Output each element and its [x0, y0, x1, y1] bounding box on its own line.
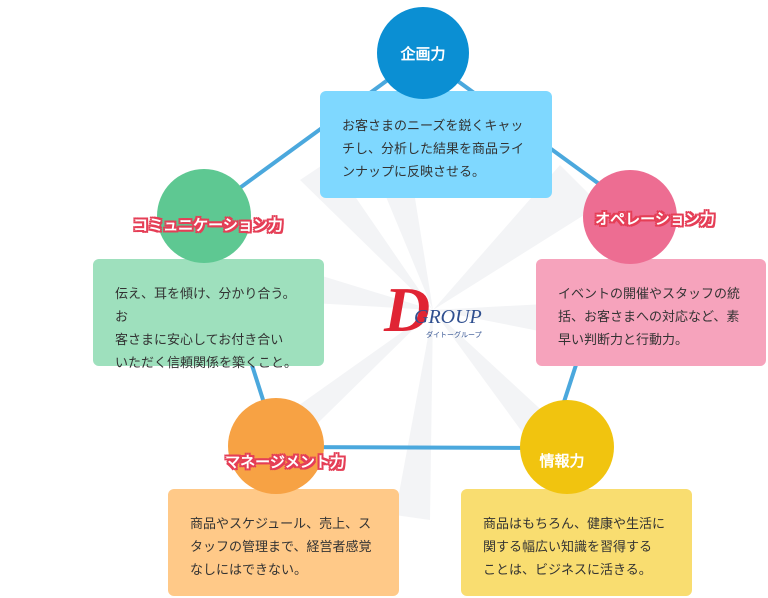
communication-desc-line-3: いただく信頼関係を築くこと。 [115, 356, 298, 371]
information-desc-line-1: 商品はもちろん、健康や生活に [483, 517, 666, 532]
communication-desc-line-1: 伝え、耳を傾け、分かり合う。お [115, 287, 296, 325]
planning-desc-line-2: チし、分析した結果を商品ライ [342, 142, 525, 157]
communication-desc-line-2: 客さまに安心してお付き合い [115, 333, 284, 348]
d-group-logo: D GROUP ダイトーグループ [383, 275, 482, 345]
planning-description-box: お客さまのニーズを鋭くキャッ チし、分析した結果を商品ライ ンナップに反映させる… [320, 91, 552, 198]
logo-letter: D [383, 275, 430, 345]
information-circle: 情報力 [520, 400, 614, 494]
information-description-box: 商品はもちろん、健康や生活に 関する幅広い知識を習得する ことは、ビジネスに活き… [461, 489, 692, 596]
communication-circle: コミュニケーション力 [133, 169, 283, 263]
planning-circle: 企画力 [377, 7, 469, 99]
management-desc-line-1: 商品やスケジュール、売上、ス [190, 517, 372, 532]
operation-title: オペレーション力 [595, 209, 715, 228]
planning-desc-line-1: お客さまのニーズを鋭くキャッ [342, 119, 524, 134]
operation-circle: オペレーション力 [583, 170, 715, 264]
management-description-box: 商品やスケジュール、売上、ス タッフの管理まで、経営者感覚 なしにはできない。 [168, 489, 399, 596]
planning-title: 企画力 [400, 44, 446, 63]
management-title: マネージメント力 [225, 452, 345, 471]
management-desc-line-3: なしにはできない。 [190, 563, 308, 578]
operation-description-box: イベントの開催やスタッフの統 括、お客さまへの対応など、素 早い判断力と行動力。 [536, 259, 766, 366]
logo-word: GROUP [414, 306, 482, 328]
information-desc-line-2: 関する幅広い知識を習得する [483, 540, 653, 555]
information-desc-line-3: ことは、ビジネスに活きる。 [483, 563, 652, 578]
communication-description-box: 伝え、耳を傾け、分かり合う。お 客さまに安心してお付き合い いただく信頼関係を築… [93, 259, 324, 371]
operation-desc-line-1: イベントの開催やスタッフの統 [558, 287, 741, 302]
logo-tagline: ダイトーグループ [426, 330, 482, 339]
operation-desc-line-2: 括、お客さまへの対応など、素 [558, 310, 740, 325]
operation-desc-line-3: 早い判断力と行動力。 [558, 333, 689, 348]
management-circle: マネージメント力 [225, 398, 345, 494]
information-title: 情報力 [539, 451, 585, 470]
communication-title: コミュニケーション力 [133, 215, 283, 234]
planning-desc-line-3: ンナップに反映させる。 [342, 165, 486, 180]
management-desc-line-2: タッフの管理まで、経営者感覚 [190, 540, 372, 555]
